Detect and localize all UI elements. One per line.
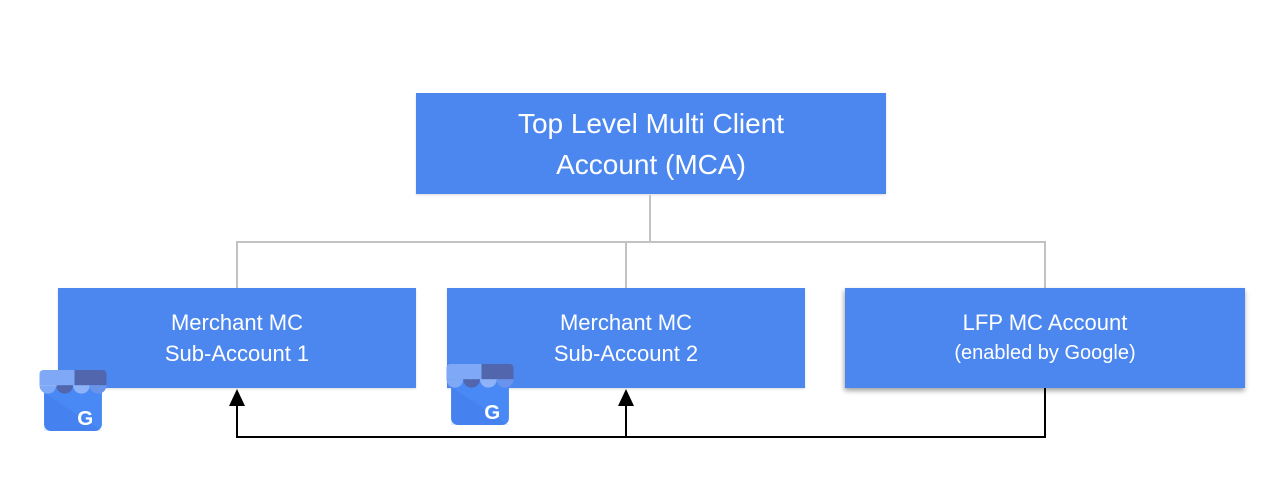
connector-root-vertical xyxy=(649,195,651,242)
feedback-line-to-sub2 xyxy=(625,404,627,437)
gmb-letter: G xyxy=(77,407,93,430)
google-my-business-icon: G xyxy=(39,370,107,431)
connector-horizontal xyxy=(236,241,1046,243)
merchant-sub-account-1-box: Merchant MC Sub-Account 1 xyxy=(58,288,416,388)
box-label-line: Top Level Multi Client xyxy=(517,107,785,139)
box-label-line: LFP MC Account xyxy=(962,310,1128,335)
gmb-letter: G xyxy=(484,401,500,424)
lfp-mc-account-box: LFP MC Account (enabled by Google) xyxy=(845,288,1245,388)
top-level-mca-box: Top Level Multi Client Account (MCA) xyxy=(416,93,886,194)
feedback-line-to-sub1 xyxy=(236,404,238,437)
box-label-line: Merchant MC xyxy=(170,310,304,335)
feedback-line-from-lfp xyxy=(1044,388,1046,438)
box-label-line: (enabled by Google) xyxy=(954,342,1136,364)
up-arrowhead-icon xyxy=(229,389,245,406)
box-label-line: Sub-Account 2 xyxy=(553,341,699,366)
box-label-line: Merchant MC xyxy=(559,310,693,335)
connector-child1-vertical xyxy=(236,242,238,288)
feedback-line-horizontal xyxy=(236,436,1046,438)
box-label-line: Sub-Account 1 xyxy=(164,341,310,366)
google-my-business-icon: G xyxy=(446,364,514,425)
connector-child3-vertical xyxy=(1044,242,1046,288)
box-label-line: Account (MCA) xyxy=(556,148,746,180)
connector-child2-vertical xyxy=(625,242,627,288)
up-arrowhead-icon xyxy=(618,389,634,406)
